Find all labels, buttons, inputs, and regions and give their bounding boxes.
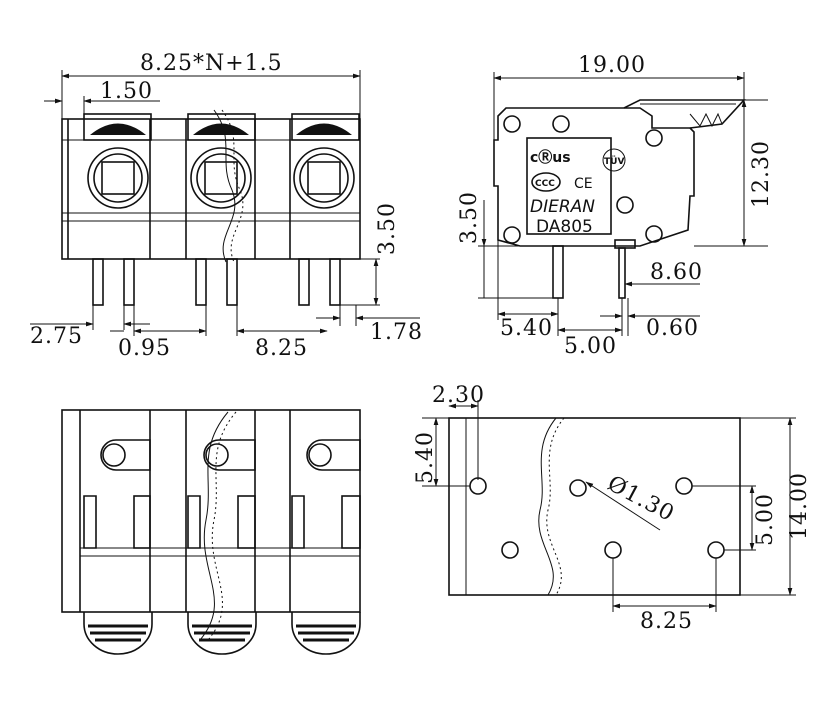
front-dimensions: 8.25*N+1.5 1.50 3.50 2.75 0.95 8.25 1.78 (30, 51, 423, 361)
dim-pin-spacing: 5.00 (564, 334, 617, 359)
dim-pcb-row-spacing: 5.00 (753, 493, 778, 546)
model-label: DA805 (536, 217, 593, 237)
side-dimensions: 19.00 12.30 3.50 8.60 5.40 5.00 0.60 (457, 53, 774, 359)
dim-side-height: 12.30 (749, 140, 774, 208)
dim-hole-diameter: Ø1.30 (603, 471, 678, 527)
tuv-mark: TÜV (604, 156, 624, 167)
dim-overall-width: 8.25*N+1.5 (140, 51, 283, 76)
ce-mark: CE (574, 176, 593, 192)
dim-pcb-row-offset: 5.40 (413, 431, 438, 484)
ccc-mark: CCC (535, 179, 555, 189)
dim-side-width: 19.00 (578, 53, 646, 78)
brand-label: DIERAN (530, 197, 595, 217)
dim-pin-height: 3.50 (375, 202, 400, 255)
pcb-layout (448, 417, 741, 596)
front-view (61, 109, 361, 306)
dim-pin-spacing-right: 8.60 (650, 260, 703, 285)
dim-pitch: 8.25 (255, 336, 308, 361)
dim-pin-length: 3.50 (457, 191, 482, 244)
ul-mark: cⓇus (530, 149, 571, 166)
dim-pin-offset: 2.75 (30, 324, 83, 349)
dim-pin-thickness: 0.60 (646, 316, 699, 341)
dim-pcb-depth: 14.00 (787, 472, 812, 540)
dim-pin-width: 0.95 (118, 336, 171, 361)
top-view (61, 409, 361, 655)
dim-pin-depth: 1.78 (370, 320, 423, 345)
dim-pcb-edge-offset: 2.30 (432, 383, 485, 408)
dim-edge-offset: 1.50 (100, 79, 153, 104)
pcb-dimensions: 2.30 5.40 Ø1.30 5.00 14.00 8.25 (413, 383, 812, 634)
dim-pin-offset-left: 5.40 (500, 316, 553, 341)
dim-pcb-pitch: 8.25 (640, 609, 693, 634)
side-view: cⓇus TÜV CCC CE DIERAN DA805 (493, 99, 746, 299)
